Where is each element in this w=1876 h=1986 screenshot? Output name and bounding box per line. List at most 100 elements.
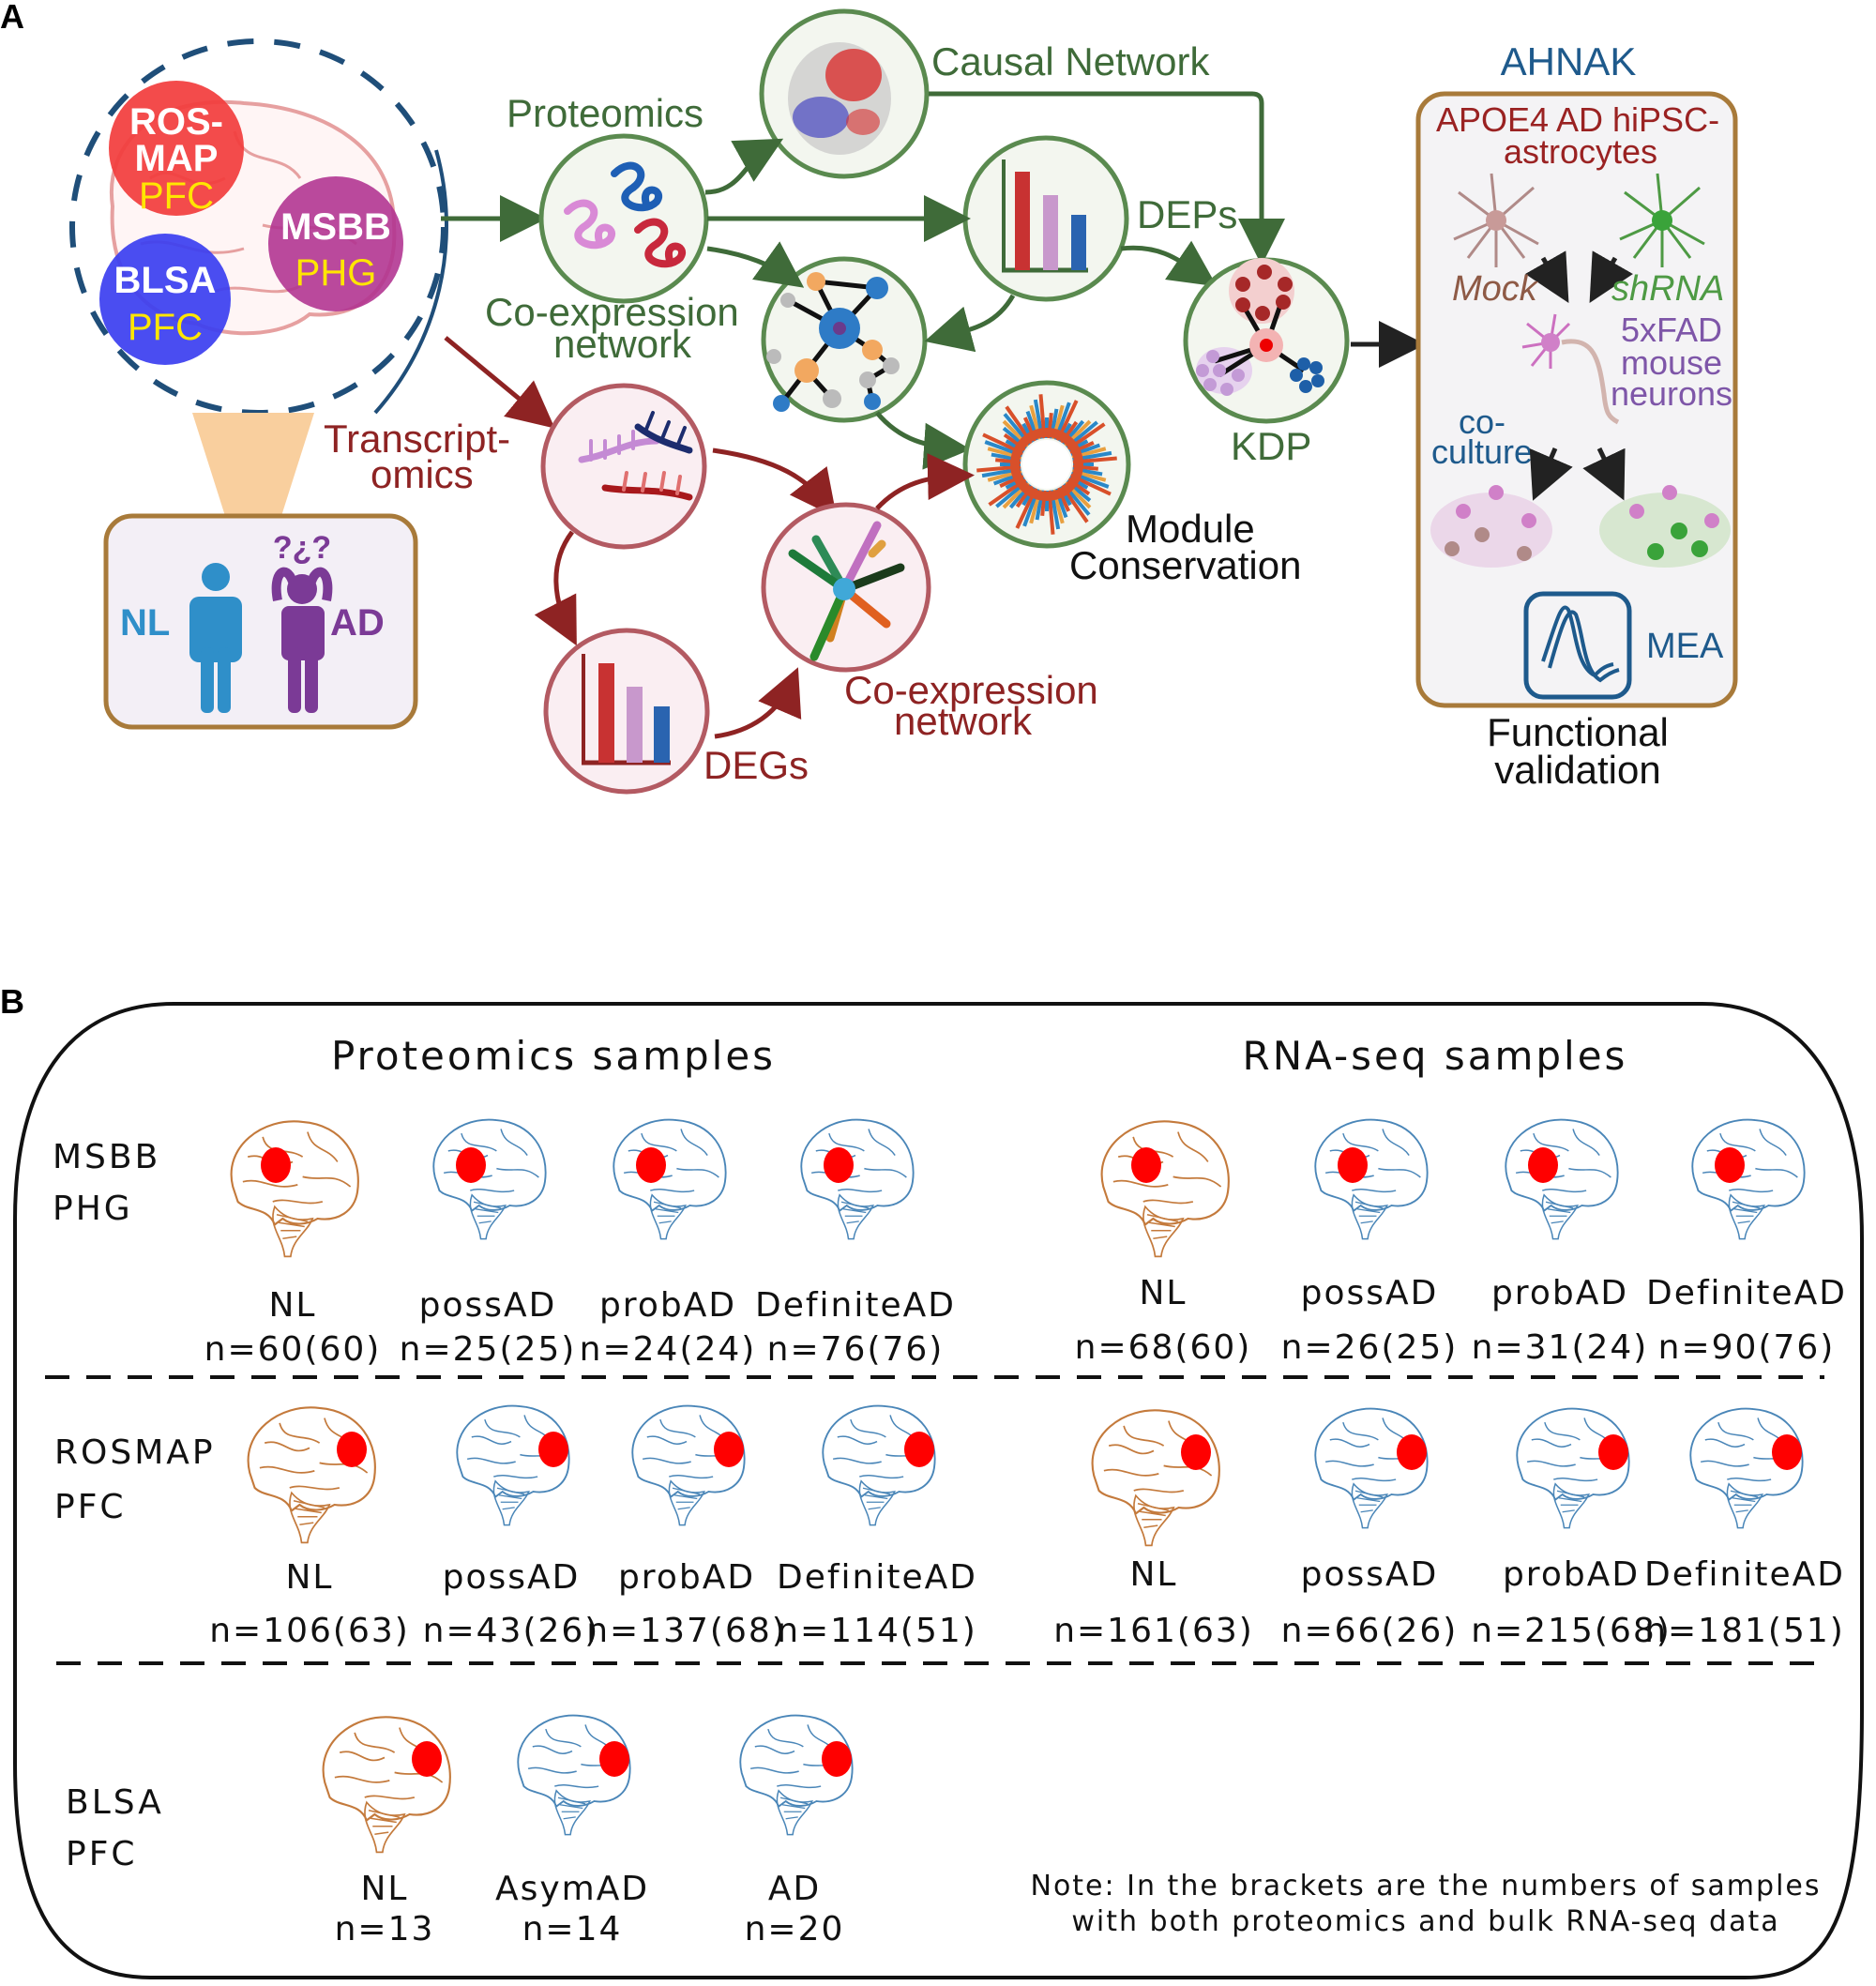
sample-count: n=60(60) <box>204 1330 382 1369</box>
note-line2: with both proteomics and bulk RNA-seq da… <box>1071 1905 1779 1938</box>
ad-label: AD <box>330 602 385 644</box>
arrow-transcript-to-degs <box>534 530 577 646</box>
arrow-rnacoexp-to-module <box>875 453 975 510</box>
arrow-to-mock-coculture <box>1529 447 1573 501</box>
arrow-degs-to-coexp <box>714 667 802 739</box>
degs-bar-chart-icon <box>582 654 671 766</box>
confused-person-icon: ?¿? <box>271 530 333 713</box>
rosmap-circle <box>109 81 244 216</box>
arrow-prot-to-causal <box>704 138 784 195</box>
group-label: DefiniteAD <box>777 1558 977 1597</box>
transcriptomics-node <box>540 383 707 550</box>
msbb-circle <box>268 176 403 311</box>
msbb-row-label-line2: PHG <box>53 1190 133 1228</box>
brain-region-dot <box>1397 1434 1427 1470</box>
nl-label: NL <box>120 602 170 644</box>
arrow-coexp-to-module <box>875 411 971 470</box>
causal-network-cloud-icon <box>788 42 891 155</box>
sample-count: n=137(68) <box>586 1612 787 1650</box>
rosmap-row-label-line1: ROSMAP <box>54 1433 216 1472</box>
brain-region-dot <box>1528 1147 1558 1183</box>
sample-group-proteomics: ADn=20 <box>739 1714 854 1948</box>
arrow-to-shrna-coculture <box>1582 447 1626 501</box>
circular-bar-ring <box>1010 428 1083 501</box>
brain-region-dot <box>822 1741 852 1777</box>
proteomics-node <box>538 133 709 304</box>
group-label: AsymAD <box>495 1870 649 1908</box>
group-label: DefiniteAD <box>755 1286 956 1325</box>
mock-coculture-cluster-icon <box>1430 485 1552 568</box>
mea-label: MEA <box>1646 627 1724 666</box>
sample-count: n=24(24) <box>580 1330 757 1369</box>
arrow-mock-to-coculture <box>1524 250 1569 304</box>
rna-strand-icon <box>578 411 693 501</box>
sample-group-proteomics: NLn=106(63) <box>209 1406 408 1650</box>
svg-text:?¿?: ?¿? <box>273 530 331 566</box>
arrow-deps-to-kdp <box>1120 240 1218 287</box>
validation-title-line2: astrocytes <box>1504 132 1657 171</box>
healthy-brain-icon <box>322 1716 451 1854</box>
sample-count: n=215(68) <box>1471 1612 1672 1650</box>
neurons-label-line1: 5xFAD <box>1621 311 1722 349</box>
shrna-astrocyte-icon <box>1619 173 1705 267</box>
sample-count: n=66(26) <box>1281 1612 1459 1650</box>
sample-count: n=114(51) <box>777 1612 977 1650</box>
shrna-label: shRNA <box>1611 269 1724 309</box>
kdp-label: KDP <box>1231 424 1311 468</box>
circular-bar-center <box>1022 440 1071 489</box>
ad-brain-icon <box>613 1118 727 1240</box>
sample-count: n=20 <box>745 1910 845 1948</box>
group-label: NL <box>286 1558 334 1597</box>
sample-count: n=43(26) <box>423 1612 600 1650</box>
arrow-causal-to-kdp <box>929 91 1285 265</box>
rosmap-region: PFC <box>139 175 214 217</box>
coculture-label-line2: culture <box>1431 432 1533 471</box>
brain-region-dot <box>1131 1147 1161 1183</box>
phenotype-box <box>103 513 418 730</box>
healthy-brain-icon <box>1091 1409 1220 1547</box>
transcriptomics-label-line1: Transcript- <box>324 417 510 461</box>
sample-count: n=31(24) <box>1472 1328 1649 1367</box>
ad-brain-icon <box>800 1118 915 1240</box>
sample-group-proteomics: DefiniteAD n=114(51) <box>777 1404 977 1650</box>
arrow-deps-to-coexp <box>924 294 1016 353</box>
rnaseq-samples-header: RNA-seq samples <box>1243 1033 1628 1079</box>
neuron-icon <box>1521 313 1620 425</box>
group-label: probAD <box>1503 1555 1640 1594</box>
deps-label: DEPs <box>1137 192 1237 236</box>
group-label: NL <box>1130 1555 1178 1594</box>
sample-count: n=68(60) <box>1075 1328 1252 1367</box>
group-label: NL <box>361 1870 409 1908</box>
key-driver-network-icon <box>1196 258 1324 396</box>
ad-brain-icon <box>432 1118 547 1240</box>
ad-brain-icon <box>1691 1118 1806 1240</box>
proteomics-label: Proteomics <box>507 91 704 135</box>
msbb-row-label-line1: MSBB <box>53 1138 160 1176</box>
rosmap-row-label-line2: PFC <box>54 1488 127 1526</box>
msbb-region: PHG <box>295 252 377 294</box>
sample-group-rnaseq: probAD n=215(68) <box>1471 1407 1672 1650</box>
mea-signal-icon <box>1523 591 1632 700</box>
panel-b-frame <box>13 1002 1864 1979</box>
blsa-circle <box>99 234 231 365</box>
sample-count: n=181(51) <box>1644 1612 1845 1650</box>
proteomics-samples-header: Proteomics samples <box>331 1033 776 1079</box>
prot-coexp-label-line2: network <box>553 322 692 366</box>
neurons-label-line3: neurons <box>1611 374 1732 413</box>
brain-region-dot <box>714 1432 744 1467</box>
brain-region-dot <box>636 1147 666 1183</box>
group-label: NL <box>1140 1274 1188 1312</box>
module-star-network-icon <box>788 521 905 661</box>
mock-astrocyte-icon <box>1453 173 1539 267</box>
validation-caption-line2: validation <box>1494 748 1660 792</box>
sample-group-proteomics: NLn=60(60) <box>204 1120 382 1369</box>
ad-brain-icon <box>1505 1118 1619 1240</box>
ahnak-gene-label: AHNAK <box>1501 39 1637 83</box>
blsa-row-label-line1: BLSA <box>66 1783 164 1822</box>
cohort-bracket-arc <box>373 149 448 415</box>
